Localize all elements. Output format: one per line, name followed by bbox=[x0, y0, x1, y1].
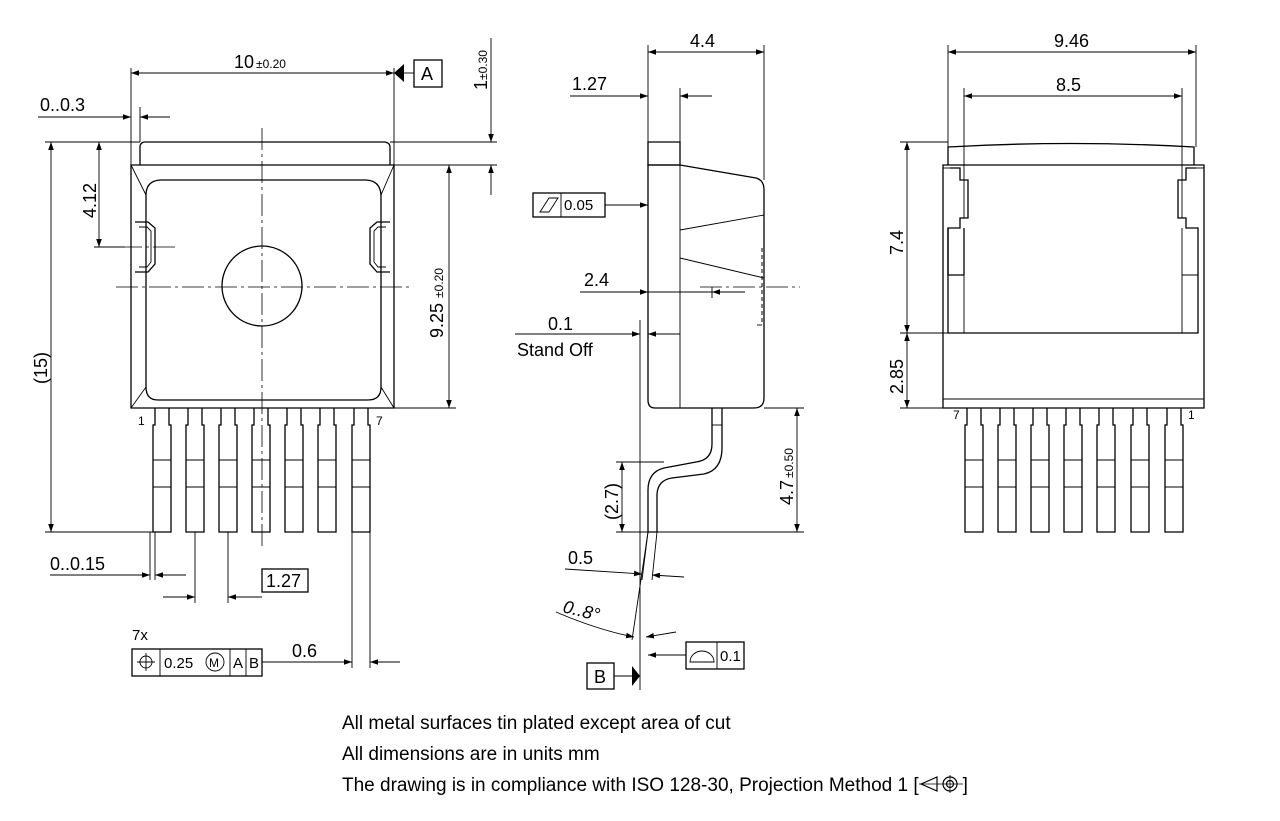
front-body-inner bbox=[145, 179, 382, 401]
standoff-value-label: 0.1 bbox=[548, 314, 573, 334]
top-gap-dim-tol: ±0.30 bbox=[476, 50, 490, 80]
projection-method-icon bbox=[918, 775, 963, 793]
note-iso-bracket: ] bbox=[962, 775, 968, 796]
position-tolerance-frame: 0.25 M A B bbox=[131, 648, 263, 677]
note-iso-compliance: The drawing is in compliance with ISO 12… bbox=[342, 774, 968, 797]
front-body bbox=[130, 164, 395, 409]
profile-surface-icon bbox=[689, 650, 715, 663]
standoff-text-label: Stand Off bbox=[517, 340, 594, 360]
hole-height-dim-label: 4.12 bbox=[80, 183, 100, 218]
flatness-icon bbox=[539, 197, 559, 213]
overall-length-dim-label: (15) bbox=[31, 352, 51, 384]
side-tab bbox=[647, 141, 681, 166]
bottom-tab bbox=[947, 142, 1195, 165]
position-ref-b: B bbox=[249, 655, 259, 672]
bottom-width-dim-label: 9.46 bbox=[1054, 31, 1089, 51]
front-pin-7-label: 7 bbox=[376, 414, 383, 428]
bottom-inner-dim-label: 8.5 bbox=[1056, 75, 1081, 95]
lead-width-dim-label: 0.6 bbox=[292, 641, 317, 661]
lead-height-dim-label: 4.7 bbox=[777, 480, 797, 505]
lead-count-label: 7x bbox=[132, 627, 148, 644]
position-ref-a: A bbox=[233, 655, 243, 672]
flatness-frame: 0.05 bbox=[532, 192, 606, 218]
note-units: All dimensions are in units mm bbox=[342, 744, 600, 765]
offset-left-dim-label: 0..0.3 bbox=[40, 95, 85, 115]
body-length-dim-tol: ±0.20 bbox=[432, 268, 446, 298]
note-iso-text: The drawing is in compliance with ISO 12… bbox=[342, 775, 919, 796]
flatness-value: 0.05 bbox=[564, 197, 593, 214]
pitch-dim-label: 1.27 bbox=[266, 571, 301, 591]
side-dim-2-4-label: 2.4 bbox=[584, 270, 609, 290]
bottom-lower-dim-label: 2.85 bbox=[887, 359, 907, 394]
width-dim-tol: ±0.20 bbox=[256, 57, 286, 71]
bottom-pin-1-label: 1 bbox=[1188, 408, 1195, 422]
note-tin-plated: All metal surfaces tin plated except are… bbox=[342, 713, 731, 734]
lead-offset-dim-label: 0..0.15 bbox=[50, 554, 105, 574]
body-length-dim-label: 9.25 bbox=[427, 303, 447, 338]
front-notch-right bbox=[369, 221, 390, 273]
angle-dim-label: 0..8° bbox=[561, 596, 602, 624]
datum-a-label: A bbox=[421, 64, 433, 84]
front-notch-left bbox=[135, 221, 156, 273]
datum-b-label: B bbox=[594, 667, 606, 687]
front-view: 1 7 10 ±0.20 A 1 ±0.30 0..0.3 4.12 bbox=[31, 38, 497, 677]
top-gap-dim-label: 1 bbox=[471, 80, 491, 90]
side-tab-dim-label: 1.27 bbox=[572, 74, 607, 94]
profile-value: 0.1 bbox=[720, 648, 741, 665]
lead-bend-dim-label: (2.7) bbox=[602, 483, 622, 520]
front-pin-1-label: 1 bbox=[138, 414, 145, 428]
bottom-view: 7 1 9.46 8.5 7.4 2.85 bbox=[887, 31, 1205, 533]
lead-thickness-dim-label: 0.5 bbox=[568, 548, 593, 568]
profile-frame: 0.1 bbox=[685, 641, 745, 670]
bottom-pad-dim-label: 7.4 bbox=[887, 230, 907, 255]
side-lead bbox=[647, 408, 723, 533]
width-dim-label: 10 bbox=[234, 52, 254, 72]
bottom-pad-inner bbox=[947, 228, 965, 276]
mmc-circle-icon bbox=[205, 652, 225, 672]
bottom-leads bbox=[964, 408, 1184, 533]
position-tol-value: 0.25 bbox=[164, 655, 193, 672]
front-tab bbox=[139, 141, 391, 165]
front-leads bbox=[152, 408, 371, 533]
position-icon bbox=[137, 653, 155, 671]
side-thickness-dim-label: 4.4 bbox=[690, 31, 715, 51]
bottom-body bbox=[942, 164, 1205, 409]
side-body bbox=[647, 164, 765, 409]
bottom-pin-7-label: 7 bbox=[953, 408, 960, 422]
bottom-pad-outline bbox=[947, 167, 1199, 334]
mmc-modifier: M bbox=[209, 656, 219, 670]
lead-height-dim-tol: ±0.50 bbox=[782, 448, 796, 478]
side-view: 4.4 1.27 0.05 2.4 0.1 Stand Off (2.7) bbox=[515, 31, 804, 690]
